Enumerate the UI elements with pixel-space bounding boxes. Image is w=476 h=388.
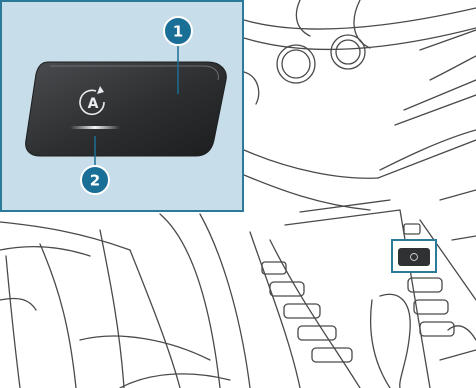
start-stop-button: A (26, 62, 227, 156)
callout-2: 2 (81, 166, 109, 194)
callout-2-label: 2 (90, 172, 100, 190)
highlighted-switch (392, 240, 436, 272)
detail-inset: A 1 2 (1, 1, 243, 211)
start-stop-icon-glyph: A (88, 96, 99, 112)
indicator-lamp (70, 126, 120, 129)
callout-1-label: 1 (173, 23, 183, 41)
callout-1: 1 (164, 17, 192, 45)
